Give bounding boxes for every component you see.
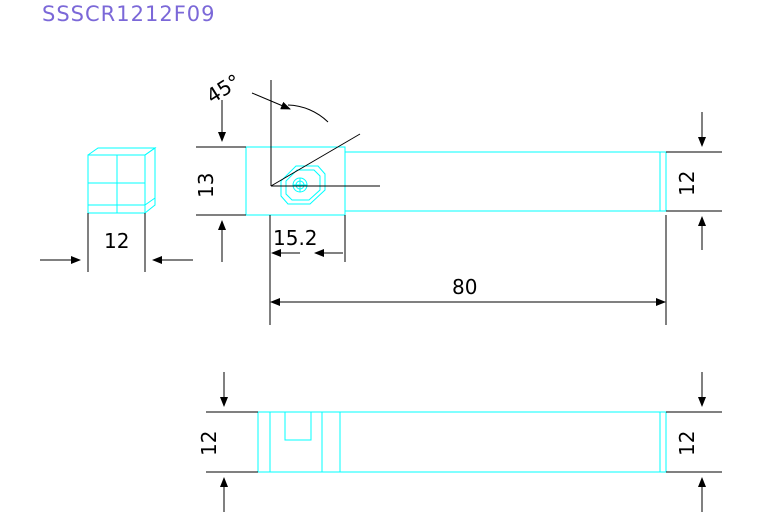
dim-lead-angle: 45° [202,69,245,108]
dim-total-length: 80 [452,275,477,299]
dim-side-height-left: 12 [197,431,221,456]
dimension-texts: 12 13 15.2 80 12 12 12 45° [104,69,699,456]
dim-head-length: 15.2 [273,226,318,250]
dim-shank-width: 12 [675,171,699,196]
side-view-geometry [257,411,667,473]
top-view-geometry [245,146,667,216]
drawing-title: SSSCR1212F09 [42,2,216,26]
dim-shank-height: 13 [194,173,218,198]
dim-end-width: 12 [104,229,129,253]
end-view-geometry [87,147,157,214]
dimension-lines [40,80,722,512]
dim-side-height-right: 12 [675,431,699,456]
